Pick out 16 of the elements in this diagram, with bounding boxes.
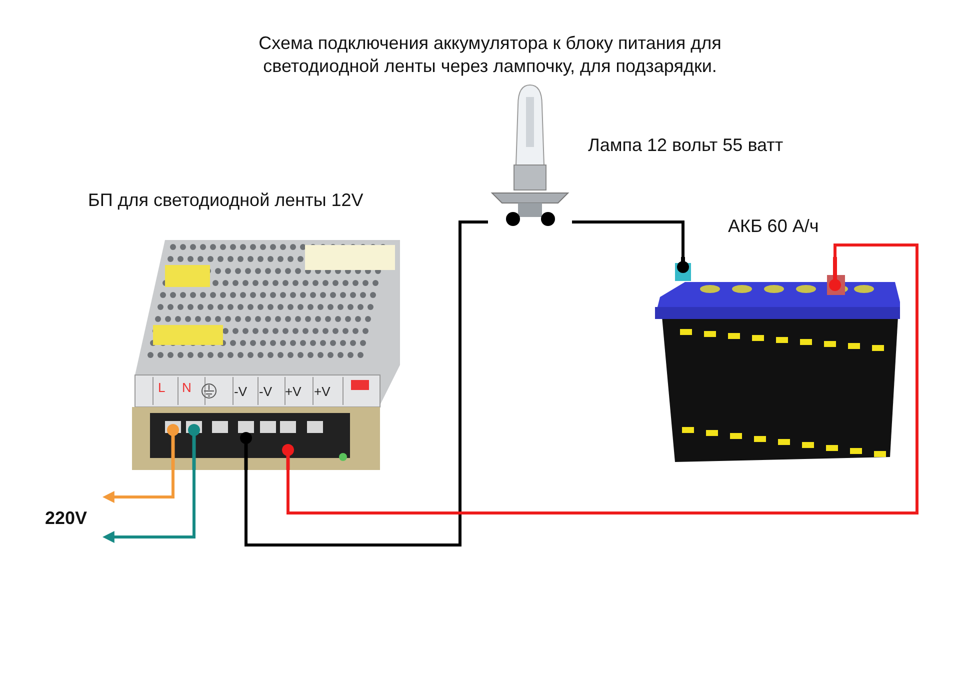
wire: [102, 470, 174, 503]
terminal-label: +V: [314, 384, 330, 399]
terminal-label: N: [182, 380, 192, 395]
terminal-label: -V: [234, 384, 247, 399]
terminal-label: -V: [259, 384, 272, 399]
voltage-label: 220V: [45, 508, 88, 529]
wire: [102, 470, 196, 543]
wire: [572, 220, 684, 257]
device-caption: АКБ 60 А/ч: [728, 216, 819, 237]
diagram-title: Схема подключения аккумулятора к блоку питания для светодиодной ленты через лампочку, для подзарядки.: [258, 32, 722, 78]
terminal-label: +V: [285, 384, 302, 399]
lamp-caption: Лампа 12 вольт 55 ватт: [588, 135, 784, 156]
device-caption: БП для светодиодной ленты 12V: [88, 190, 364, 211]
wire: [286, 244, 918, 514]
terminal-label: L: [158, 380, 166, 395]
wire: [244, 220, 488, 546]
